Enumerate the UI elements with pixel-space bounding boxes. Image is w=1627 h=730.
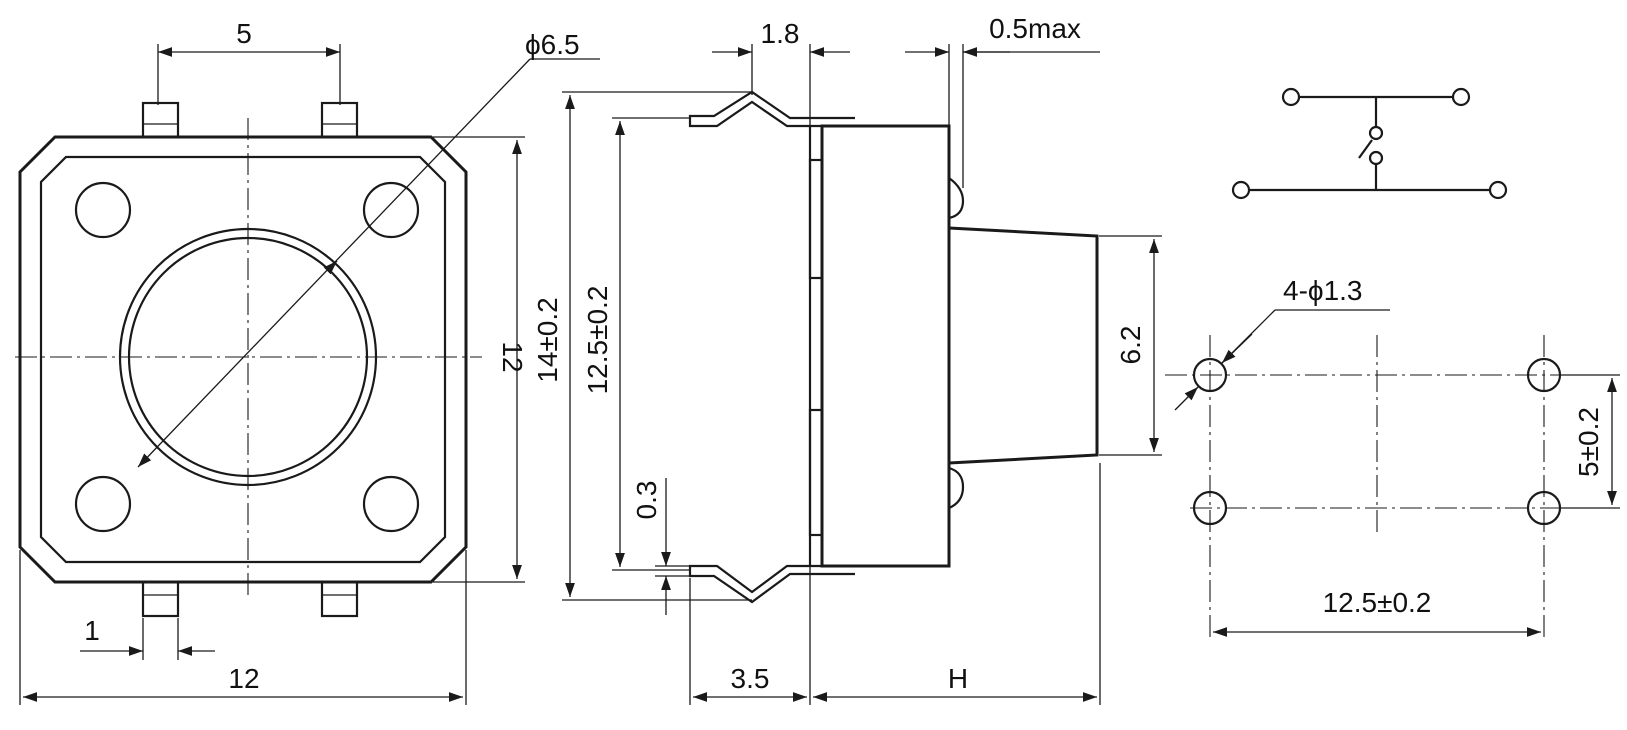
terminal-circle bbox=[1451, 87, 1471, 107]
corner-hole bbox=[362, 475, 420, 533]
top-view: ϕ6.5 5 12 12 1 bbox=[15, 18, 600, 705]
lead-thickness-label: 0.3 bbox=[631, 481, 662, 520]
pcb-footprint: 4-ϕ1.3 5±0.2 12.5±0.2 bbox=[1165, 275, 1620, 640]
base-height-label: 3.5 bbox=[731, 663, 770, 694]
overall-height-label: H bbox=[948, 663, 968, 694]
body-height-label: 12 bbox=[497, 341, 528, 372]
lead-top bbox=[688, 90, 855, 128]
body-inner-outline bbox=[39, 155, 447, 564]
terminal-circle bbox=[1488, 180, 1508, 200]
corner-hole bbox=[74, 475, 132, 533]
stem-width-label: 6.2 bbox=[1115, 326, 1146, 365]
side-view: 1.8 0.5max 14±0.2 12.5±0.2 0.3 6.2 bbox=[532, 13, 1162, 705]
terminal-circle bbox=[1281, 87, 1301, 107]
corner-hole bbox=[362, 181, 420, 239]
pin-top-left bbox=[141, 101, 180, 139]
row-spacing-label: 5±0.2 bbox=[1573, 407, 1604, 477]
protrusion-label: 0.5max bbox=[989, 13, 1081, 44]
col-spacing-label: 12.5±0.2 bbox=[1323, 587, 1432, 618]
body-width-label: 12 bbox=[228, 663, 259, 694]
body-outline bbox=[18, 135, 468, 584]
lead-bottom bbox=[688, 564, 855, 604]
pin-bottom-left bbox=[141, 580, 180, 618]
button-diameter-label: ϕ6.5 bbox=[525, 29, 580, 60]
button-stem bbox=[948, 226, 1099, 465]
corner-hole bbox=[74, 181, 132, 239]
total-span-label: 14±0.2 bbox=[532, 297, 563, 382]
side-body bbox=[820, 124, 951, 568]
pin-pitch-label: 5 bbox=[236, 18, 252, 49]
pin-bottom-right bbox=[320, 580, 359, 618]
pin-width-label: 1 bbox=[84, 615, 100, 646]
lead-offset-label: 1.8 bbox=[761, 18, 800, 49]
body-span-label: 12.5±0.2 bbox=[582, 286, 613, 395]
switch-schematic bbox=[1231, 87, 1508, 200]
hole-diameter-label: 4-ϕ1.3 bbox=[1283, 275, 1363, 306]
terminal-circle bbox=[1231, 180, 1251, 200]
pin-top-right bbox=[320, 101, 359, 139]
